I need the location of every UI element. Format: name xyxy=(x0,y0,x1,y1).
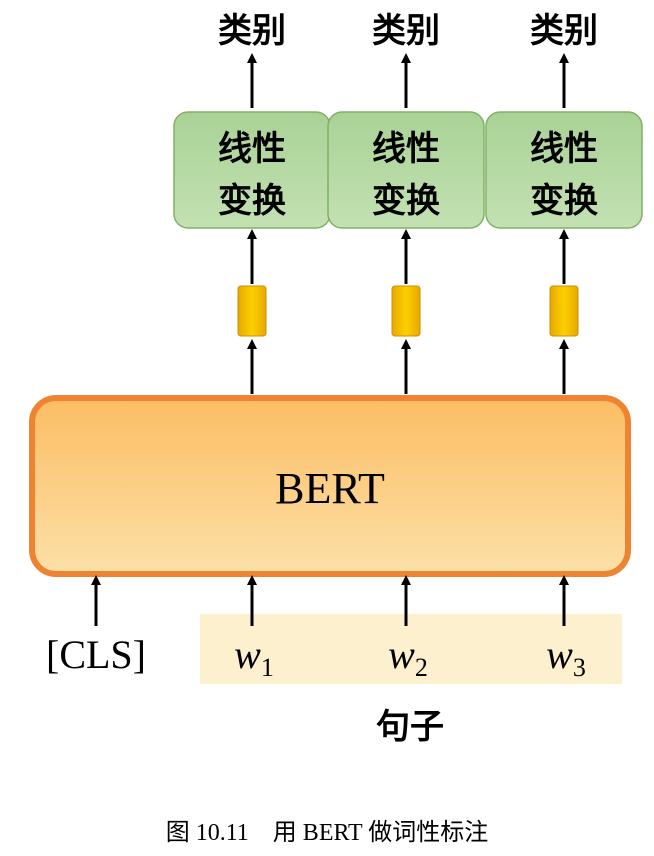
input-token-3: w3 xyxy=(546,632,586,682)
token-subscript: 1 xyxy=(261,653,274,682)
token-vector xyxy=(549,285,579,337)
cls-token: [CLS] xyxy=(46,632,146,677)
linear-transform-box xyxy=(485,111,643,229)
output-column-1: 类别 线性 变换 xyxy=(173,11,331,394)
linear-transform-line2: 变换 xyxy=(218,181,286,221)
linear-transform-line2: 变换 xyxy=(372,181,440,221)
output-column-3: 类别 线性 变换 xyxy=(485,11,643,394)
sentence-label: 句子 xyxy=(376,707,444,747)
input-token-1: w1 xyxy=(234,632,274,682)
linear-transform-line1: 线性 xyxy=(218,129,286,169)
category-label: 类别 xyxy=(218,11,286,51)
category-label: 类别 xyxy=(372,11,440,51)
linear-transform-line1: 线性 xyxy=(372,129,440,169)
linear-transform-line1: 线性 xyxy=(530,129,598,169)
output-column-2: 类别 线性 变换 xyxy=(327,11,485,394)
linear-transform-box xyxy=(327,111,485,229)
figure-caption: 图 10.11 用 BERT 做词性标注 xyxy=(166,819,489,846)
token-subscript: 2 xyxy=(415,653,428,682)
bert-label: BERT xyxy=(275,464,385,513)
sentence-band xyxy=(200,614,622,684)
token-subscript: 3 xyxy=(573,653,586,682)
linear-transform-line2: 变换 xyxy=(530,181,598,221)
category-label: 类别 xyxy=(530,11,598,51)
token-vector xyxy=(391,285,421,337)
token-vector xyxy=(237,285,267,337)
token-base: w xyxy=(546,632,573,677)
input-token-2: w2 xyxy=(388,632,428,682)
token-base: w xyxy=(234,632,261,677)
bert-encoder-box xyxy=(29,395,631,577)
token-base: w xyxy=(388,632,415,677)
